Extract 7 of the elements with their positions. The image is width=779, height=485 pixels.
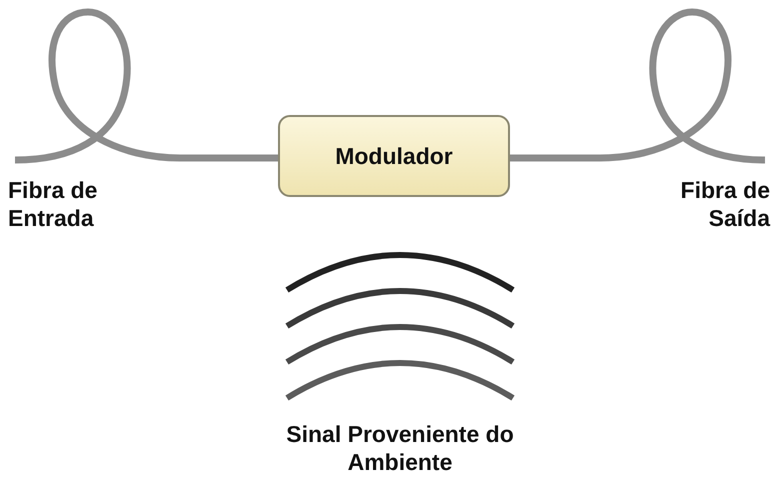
process-box [278,115,510,197]
optical-fiber [510,8,766,164]
fiber-label: Fibra de Saída [680,176,770,232]
signal-label: Sinal Proveniente do Ambiente [285,420,515,476]
fiber-label: Fibra de Entrada [8,176,98,232]
optical-fiber [14,8,278,164]
box-label: Modulador [335,142,453,170]
